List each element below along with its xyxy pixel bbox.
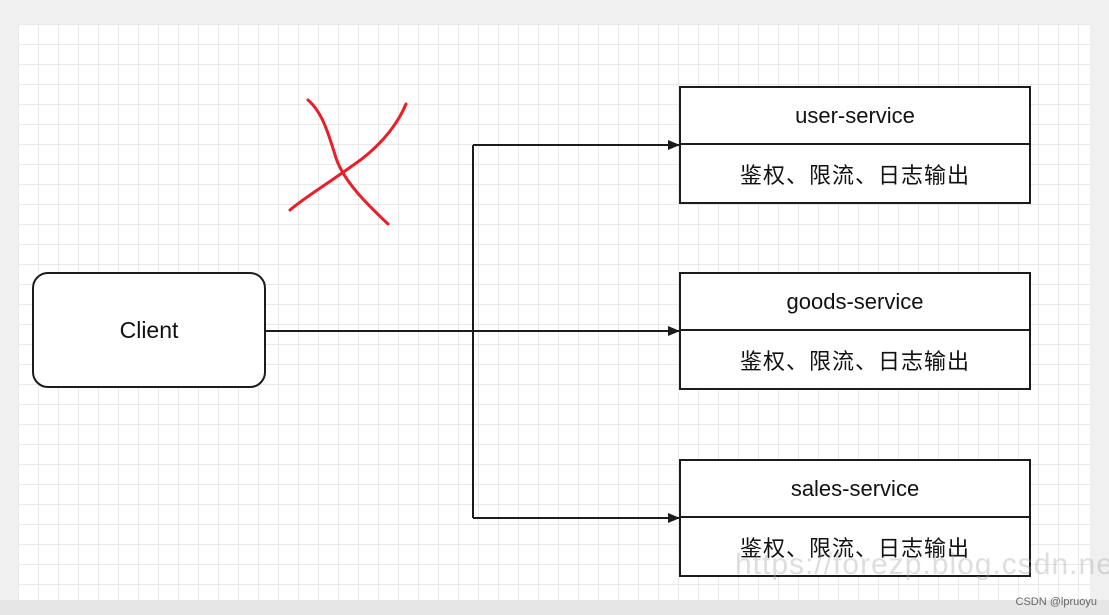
watermark-text: https://forezp.blog.csdn.net xyxy=(735,548,1109,581)
client-label: Client xyxy=(119,316,179,343)
user-service-node[interactable]: user-service 鉴权、限流、日志输出 xyxy=(679,86,1031,204)
client-node[interactable]: Client xyxy=(32,272,266,388)
bottom-bar xyxy=(0,600,1109,615)
goods-service-node[interactable]: goods-service 鉴权、限流、日志输出 xyxy=(679,272,1031,390)
service-features: 鉴权、限流、日志输出 xyxy=(739,348,970,374)
service-name: user-service xyxy=(681,88,1029,145)
sales-service-node[interactable]: sales-service 鉴权、限流、日志输出 xyxy=(679,459,1031,577)
service-name: sales-service xyxy=(681,461,1029,518)
service-features: 鉴权、限流、日志输出 xyxy=(739,162,970,188)
credit-text: CSDN @lpruoyu xyxy=(1015,596,1097,608)
service-features: 鉴权、限流、日志输出 xyxy=(739,535,970,561)
service-name: goods-service xyxy=(681,274,1029,331)
